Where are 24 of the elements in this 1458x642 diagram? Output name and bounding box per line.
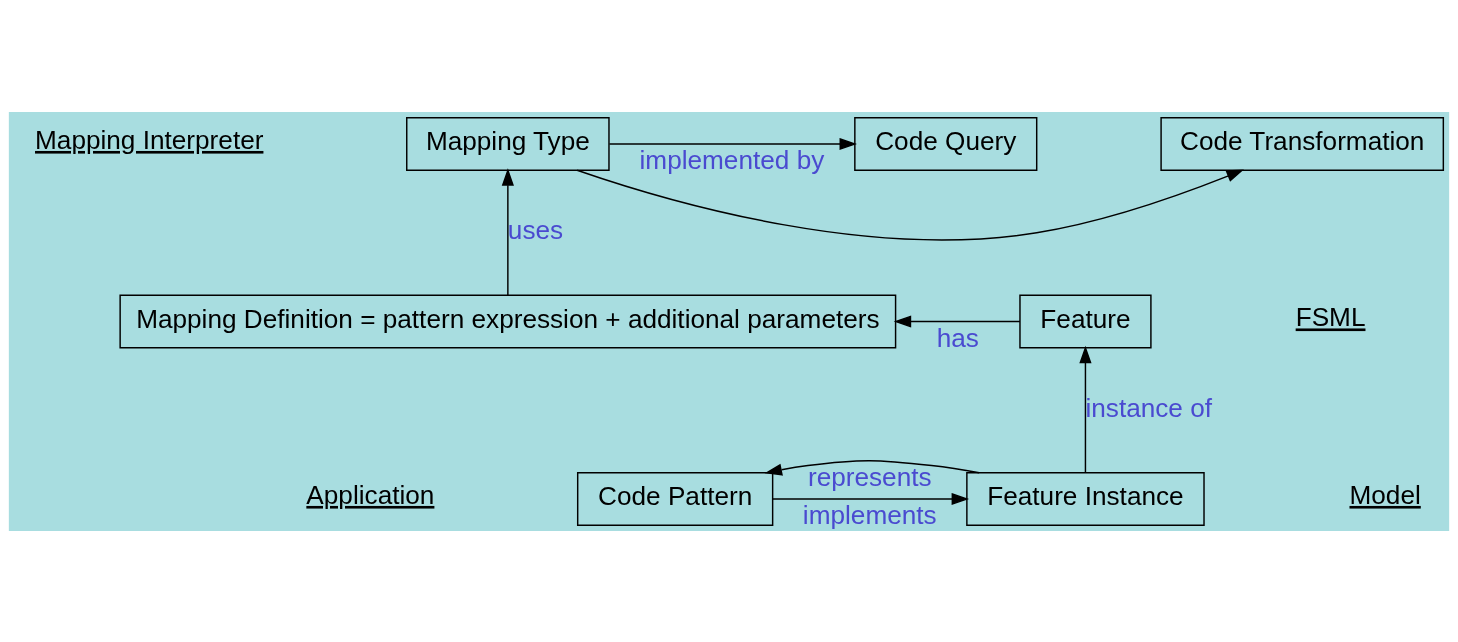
arrow xyxy=(1079,345,1092,473)
edge-label: has xyxy=(936,322,979,353)
node-box: Code Transformation xyxy=(1160,116,1445,171)
label: FSML xyxy=(1295,301,1366,332)
node-box: Mapping Type xyxy=(406,116,610,171)
arrow xyxy=(764,459,980,476)
arrow xyxy=(893,314,1021,328)
edge-label: implements xyxy=(802,499,937,530)
label: Mapping Interpreter xyxy=(35,124,264,155)
arrow xyxy=(772,492,970,505)
arrow xyxy=(576,169,1244,241)
edge-label: uses xyxy=(507,214,564,245)
edge-label: instance of xyxy=(1085,392,1213,423)
edge-label: implemented by xyxy=(639,144,825,175)
arrow xyxy=(501,167,514,296)
node-box: Feature Instance xyxy=(966,471,1205,526)
label: Model xyxy=(1349,479,1421,510)
arrow xyxy=(608,137,857,150)
node-box: Mapping Definition = pattern expression + additional parameters xyxy=(119,294,897,348)
edge-label: represents xyxy=(807,461,932,492)
node-box: Code Query xyxy=(854,116,1038,171)
node-box: Code Pattern xyxy=(576,471,774,526)
label: Application xyxy=(306,479,435,510)
node-box: Feature xyxy=(1019,294,1152,348)
